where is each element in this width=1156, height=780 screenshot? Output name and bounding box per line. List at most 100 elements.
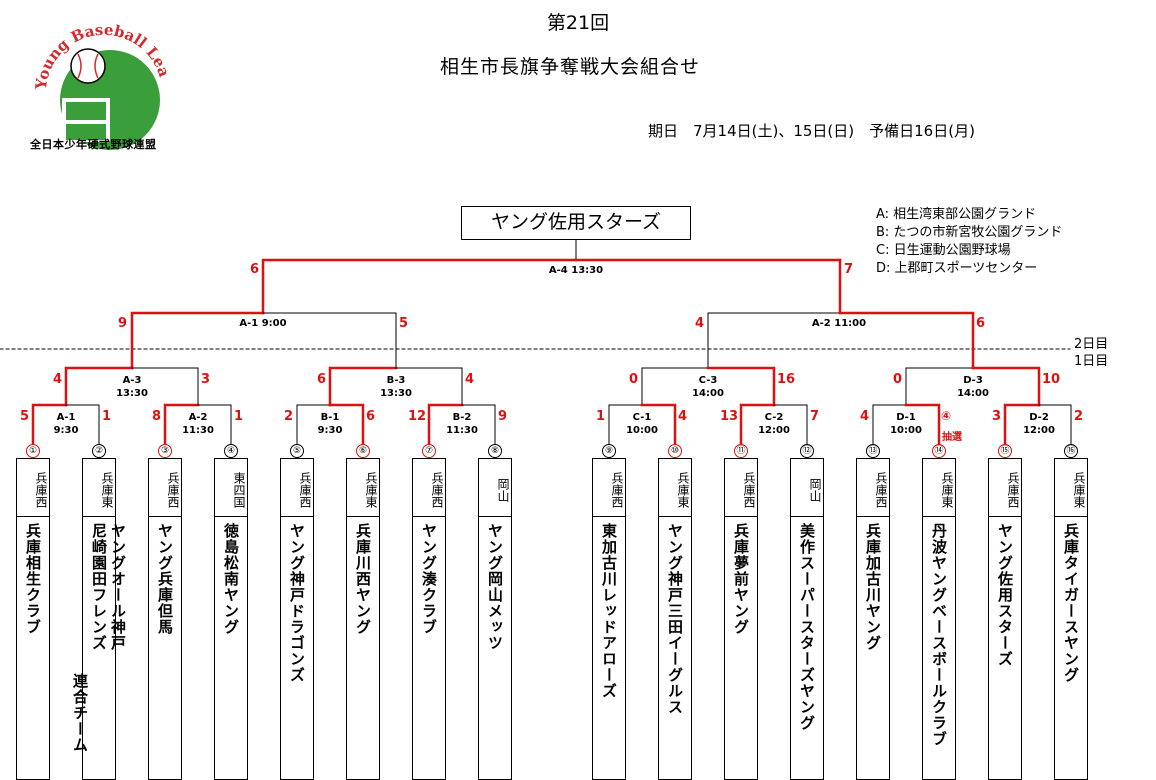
- score-a1-right: 5: [399, 316, 409, 331]
- team-box: 兵庫西ヤング兵庫但馬: [148, 458, 182, 780]
- team-box: 兵庫西東加古川レッドアローズ: [592, 458, 626, 780]
- score-b3-right: 4: [465, 372, 475, 387]
- team-region: 兵庫西: [725, 459, 757, 517]
- score-final-left: 6: [250, 262, 260, 277]
- legend-item-c: C: 日生運動公園野球場: [876, 243, 1011, 258]
- score-a2r1-right: 1: [234, 409, 244, 424]
- score-a2r1-left: 8: [152, 409, 162, 424]
- score-d3-right: 10: [1042, 372, 1061, 387]
- team-seed: ②: [92, 444, 106, 458]
- team-seed: ⑦: [422, 444, 436, 458]
- champion-box: ヤング佐用スターズ: [461, 206, 691, 240]
- score-c1-left: 1: [596, 409, 606, 424]
- team-name: ヤングオール神戸: [109, 523, 127, 651]
- team-box: 兵庫東丹波ヤングベースボールクラブ: [922, 458, 956, 780]
- team-box: 東四国徳島松南ヤング: [214, 458, 248, 780]
- team-name: 美作スーパースターズヤング: [798, 523, 816, 731]
- team-region: 兵庫東: [347, 459, 379, 517]
- team-name: ヤング神戸ドラゴンズ: [288, 523, 306, 683]
- legend-item-a: A: 相生湾東部公園グランド: [876, 207, 1037, 222]
- team-seed: ①: [26, 444, 40, 458]
- day2-label: 2日目: [1074, 337, 1109, 352]
- team-region: 兵庫東: [923, 459, 955, 517]
- team-seed: ⑥: [356, 444, 370, 458]
- team-seed: ⑤: [290, 444, 304, 458]
- team-region: 兵庫西: [989, 459, 1021, 517]
- team-name: ヤング佐用スターズ: [996, 523, 1014, 667]
- team-region: 兵庫西: [281, 459, 313, 517]
- team-region: 兵庫東: [83, 459, 115, 517]
- team-seed: ⑬: [866, 444, 880, 458]
- team-region: 兵庫東: [1055, 459, 1087, 517]
- score-a3-left: 4: [53, 372, 63, 387]
- team-region: 岡山: [479, 459, 511, 517]
- score-d2-right: 2: [1074, 409, 1084, 424]
- legend-item-b: B: たつの市新宮牧公園グランド: [876, 225, 1063, 240]
- team-box: 兵庫西兵庫加古川ヤング: [856, 458, 890, 780]
- score-b2-left: 12: [408, 409, 427, 424]
- team-seed: ⑮: [998, 444, 1012, 458]
- team-box: 兵庫東兵庫タイガースヤング: [1054, 458, 1088, 780]
- team-seed: ④: [224, 444, 238, 458]
- team-name: 兵庫加古川ヤング: [864, 523, 882, 651]
- team-name: ヤング兵庫但馬: [156, 523, 174, 635]
- venue-legend: A: 相生湾東部公園グランド B: たつの市新宮牧公園グランド C: 日生運動公…: [876, 206, 1062, 278]
- score-c2-right: 7: [810, 409, 820, 424]
- score-a1r1-right: 1: [102, 409, 112, 424]
- edition-title: 第21回: [546, 12, 610, 34]
- score-b1-left: 2: [284, 409, 294, 424]
- score-b1-right: 6: [366, 409, 376, 424]
- team-region: 兵庫西: [413, 459, 445, 517]
- team-region: 兵庫西: [593, 459, 625, 517]
- team-box: 兵庫東ヤング神戸三田イーグルス: [658, 458, 692, 780]
- score-d2-left: 3: [992, 409, 1002, 424]
- team-name: ヤング神戸三田イーグルス: [666, 523, 684, 715]
- team-seed: ⑧: [488, 444, 502, 458]
- lottery-number: ④: [941, 409, 952, 423]
- score-a1r1-left: 5: [20, 409, 30, 424]
- legend-item-d: D: 上郡町スポーツセンター: [876, 261, 1038, 276]
- score-c2-left: 13: [720, 409, 739, 424]
- schedule-dates: 期日 7月14日(土)、15日(日) 予備日16日(月): [648, 122, 975, 140]
- team-box: 兵庫西ヤング佐用スターズ: [988, 458, 1022, 780]
- score-a2-right: 6: [976, 316, 986, 331]
- team-seed: ⑭: [932, 444, 946, 458]
- team-region: 兵庫東: [659, 459, 691, 517]
- team-region: 兵庫西: [149, 459, 181, 517]
- team-name: 兵庫相生クラブ: [24, 523, 42, 635]
- team-name: ヤング湊クラブ: [420, 523, 438, 635]
- score-a2-left: 4: [695, 316, 705, 331]
- team-box: 岡山ヤング岡山メッツ: [478, 458, 512, 780]
- team-box: 兵庫東ヤングオール神戸尼崎園田フレンズ連合チーム: [71, 458, 127, 780]
- league-logo: Young Baseball League: [28, 20, 173, 150]
- tournament-title: 相生市長旗争奪戦大会組合せ: [439, 56, 700, 78]
- score-b2-right: 9: [498, 409, 508, 424]
- team-seed: ③: [158, 444, 172, 458]
- team-name: 兵庫夢前ヤング: [732, 523, 750, 635]
- score-c3-right: 16: [777, 372, 796, 387]
- team-seed: ⑪: [734, 444, 748, 458]
- score-c1-right: 4: [678, 409, 688, 424]
- team-name: 東加古川レッドアローズ: [600, 523, 618, 699]
- team-box: 兵庫西ヤング湊クラブ: [412, 458, 446, 780]
- team-box: 岡山美作スーパースターズヤング: [790, 458, 824, 780]
- team-box: 兵庫西ヤング神戸ドラゴンズ: [280, 458, 314, 780]
- score-b3-left: 6: [317, 372, 327, 387]
- team-seed: ⑨: [602, 444, 616, 458]
- team-name: 徳島松南ヤング: [222, 523, 240, 635]
- score-d3-left: 0: [893, 372, 903, 387]
- team-seed: ⑫: [800, 444, 814, 458]
- day1-label: 1日目: [1074, 354, 1109, 369]
